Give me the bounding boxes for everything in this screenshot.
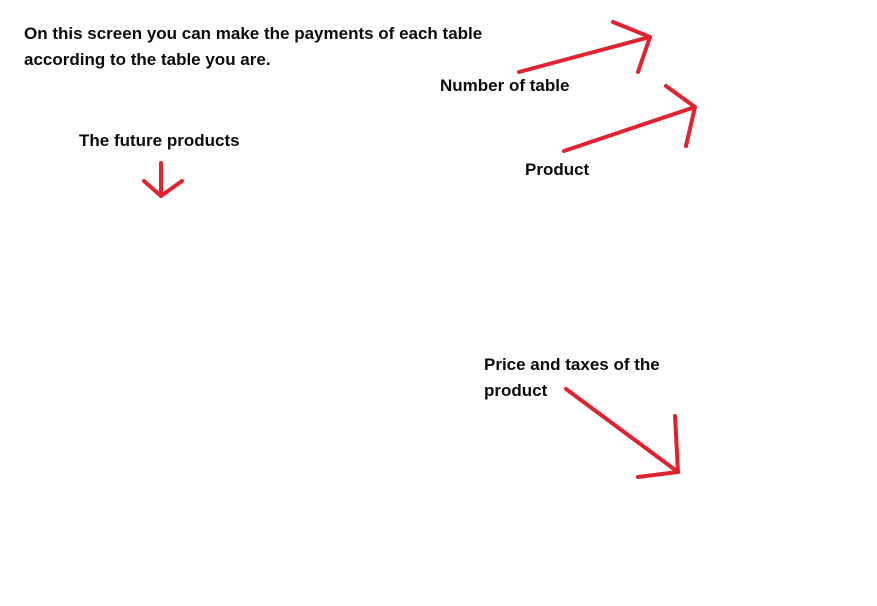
future-products-arrow-icon [142,161,184,198]
product-label: Product [525,160,590,179]
price-arrow-icon [564,387,680,479]
intro-text-line-2: according to the table you are. [24,50,271,69]
number-of-table-arrow-icon [517,20,652,74]
product-arrow-icon [562,84,697,153]
price-taxes-label-line-2: product [484,381,548,400]
intro-text-line-1: On this screen you can make the payments… [24,24,483,43]
number-of-table-label: Number of table [440,76,570,95]
price-taxes-label-line-1: Price and taxes of the [484,355,660,374]
future-products-label: The future products [79,131,240,150]
